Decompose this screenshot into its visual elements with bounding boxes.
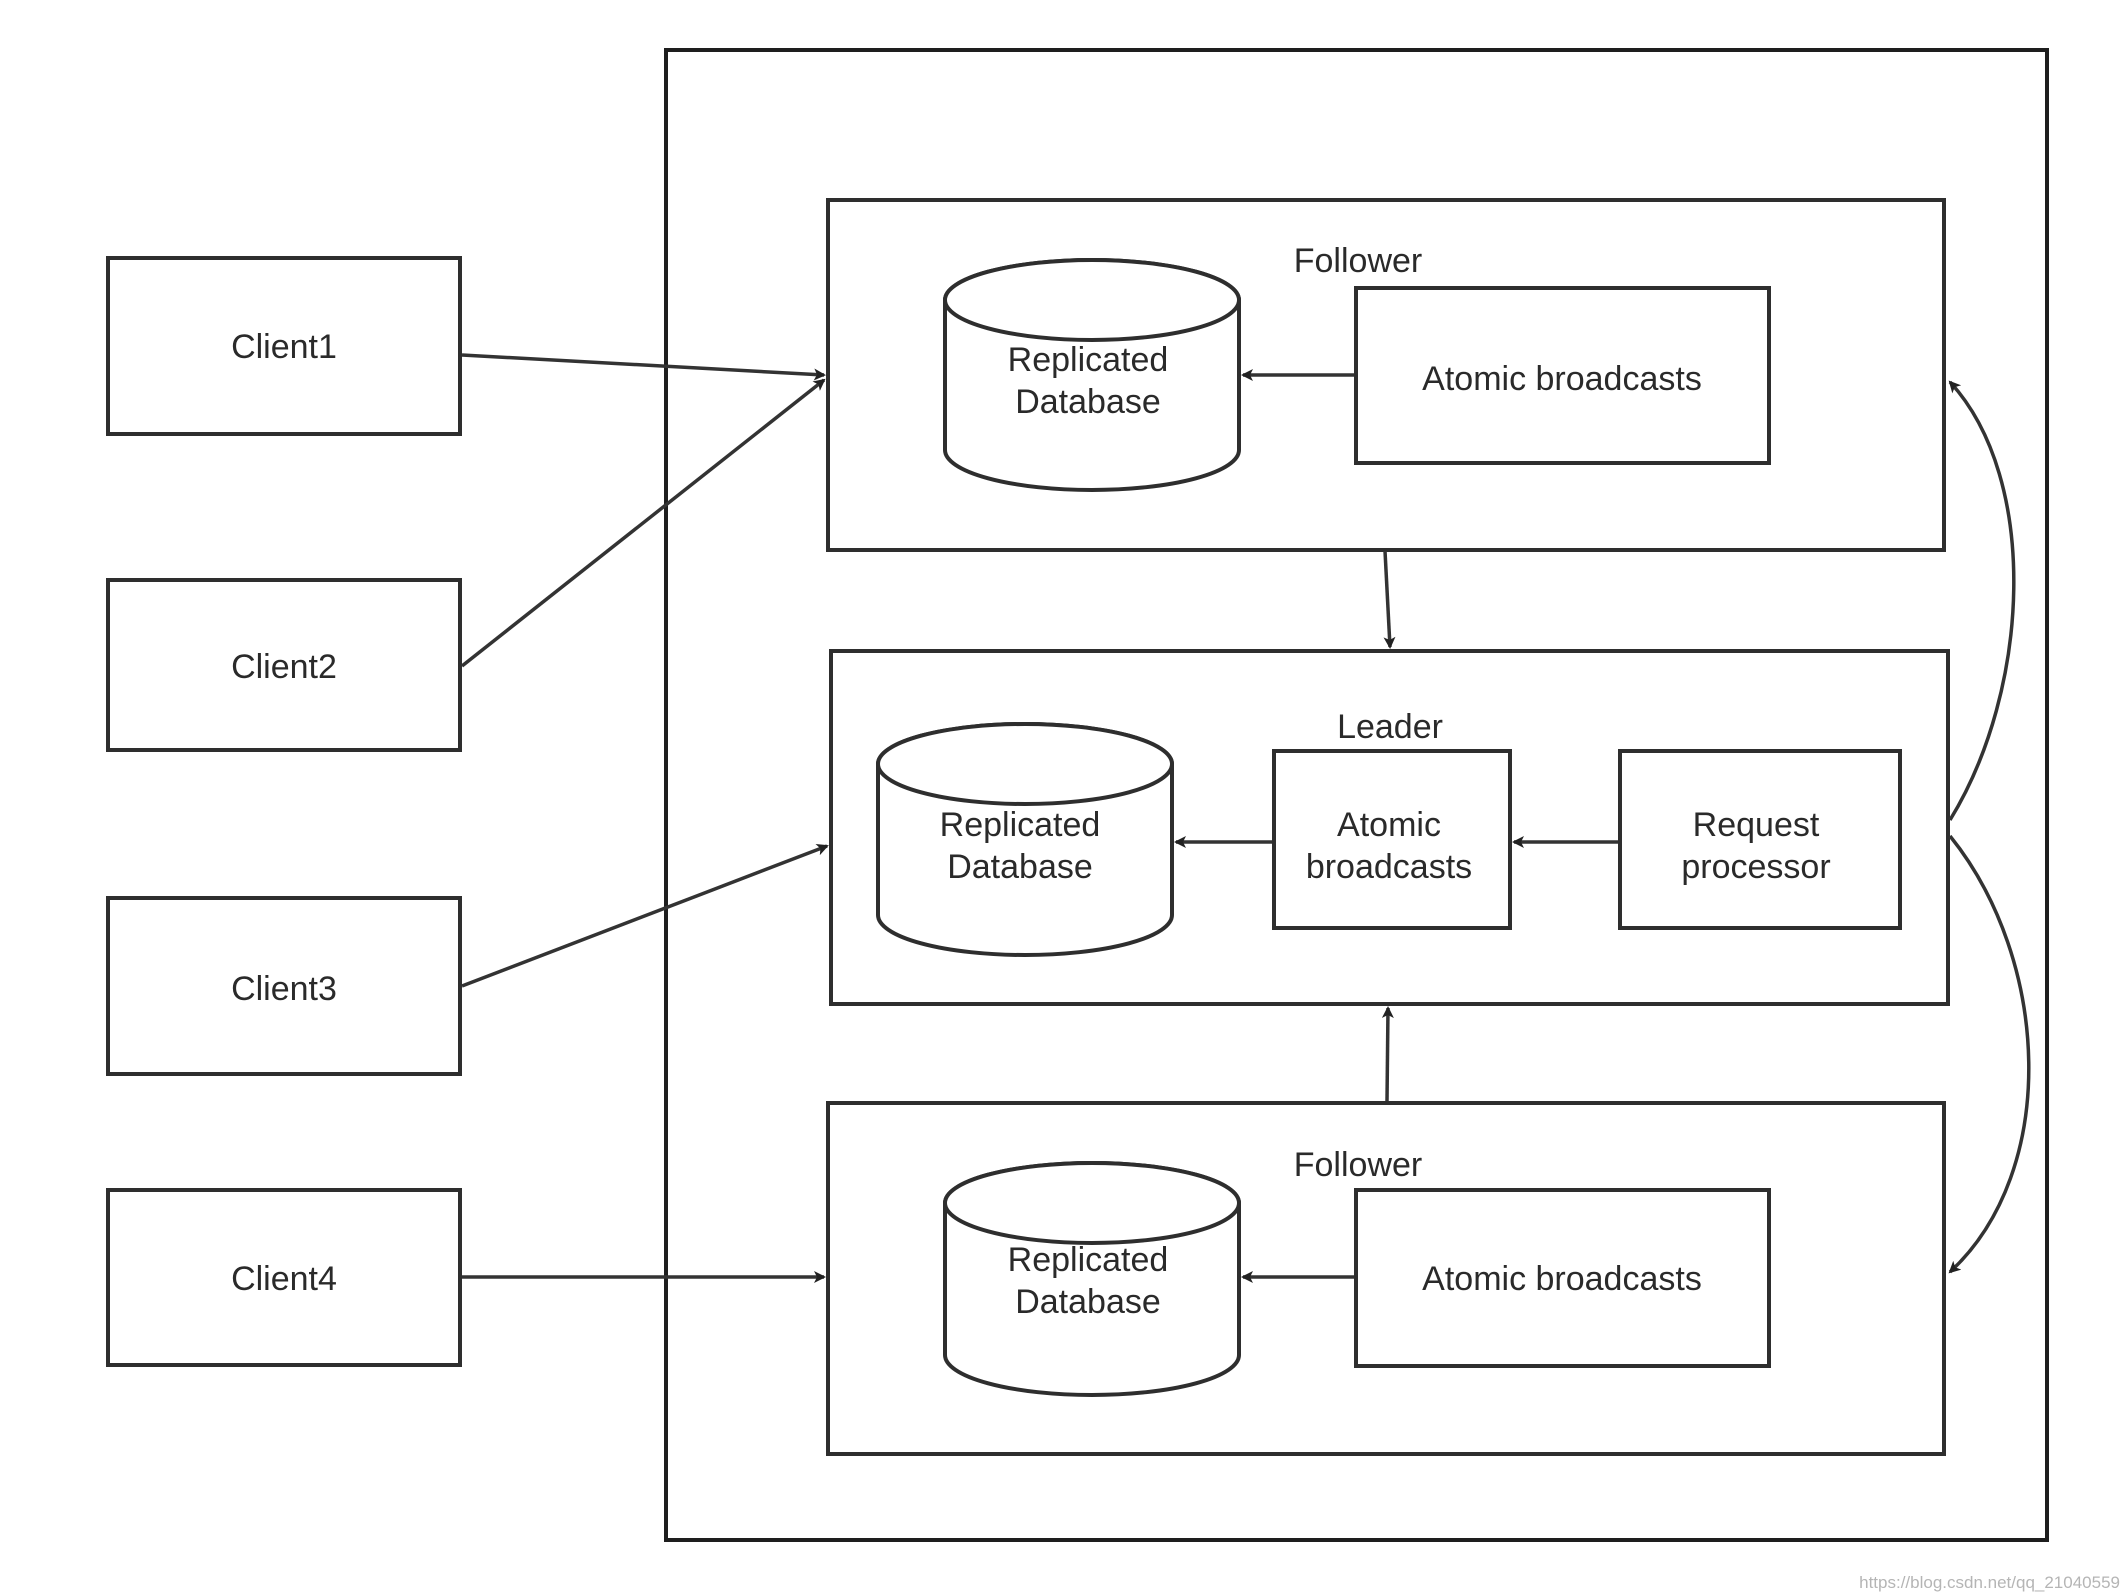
follower-bottom-database-line2: Database	[1015, 1283, 1161, 1321]
client-4[interactable]: Client4	[106, 1188, 462, 1367]
client-1[interactable]: Client1	[106, 256, 462, 436]
follower-top-database-line1: Replicated	[1008, 341, 1169, 379]
follower-top-database-line2: Database	[1015, 383, 1161, 421]
client-2-label: Client2	[231, 648, 337, 686]
edge-follower-top-to-leader	[1383, 550, 1396, 649]
leader-broadcast-line1: Atomic	[1337, 806, 1441, 844]
watermark-text: https://blog.csdn.net/qq_21040559	[1859, 1573, 2120, 1592]
follower-bottom-title: Follower	[1294, 1146, 1422, 1184]
request-processor-line2: processor	[1681, 848, 1830, 886]
follower-bottom-broadcast: Atomic broadcasts	[1354, 1188, 1771, 1368]
edge-client3-to-leader	[461, 843, 829, 988]
follower-bottom-database: Replicated Database	[943, 1161, 1241, 1397]
client-4-label: Client4	[231, 1260, 337, 1298]
edge-leader-to-follower-top	[1948, 380, 2016, 821]
follower-server-bottom[interactable]: Follower Replicated Database Atomic broa…	[826, 1101, 1946, 1456]
leader-title: Leader	[1337, 708, 1443, 746]
follower-top-broadcast-label: Atomic broadcasts	[1422, 360, 1702, 398]
edge-client1-to-follower-top	[461, 353, 826, 381]
follower-top-database: Replicated Database	[943, 258, 1241, 492]
leader-request-processor: Request processor	[1618, 749, 1902, 930]
follower-top-broadcast: Atomic broadcasts	[1354, 286, 1771, 465]
follower-bottom-database-line1: Replicated	[1008, 1241, 1169, 1279]
edge-client2-to-follower-top	[460, 378, 826, 668]
leader-broadcast-line2: broadcasts	[1306, 848, 1472, 886]
leader-broadcast: Atomic broadcasts	[1272, 749, 1512, 930]
client-1-label: Client1	[231, 328, 337, 366]
edge-follower-bottom-to-leader	[1381, 1006, 1394, 1102]
leader-database: Replicated Database	[876, 722, 1174, 957]
client-3-label: Client3	[231, 970, 337, 1008]
follower-bottom-broadcast-label: Atomic broadcasts	[1422, 1260, 1702, 1298]
client-3[interactable]: Client3	[106, 896, 462, 1076]
leader-database-line2: Database	[947, 848, 1093, 886]
leader-database-line1: Replicated	[940, 806, 1101, 844]
leader-server[interactable]: Leader Replicated Database Atomic broadc…	[829, 649, 1950, 1006]
follower-server-top[interactable]: Follower Replicated Database Atomic broa…	[826, 198, 1946, 552]
ensemble-container	[664, 48, 2049, 1542]
client-2[interactable]: Client2	[106, 578, 462, 752]
request-processor-line1: Request	[1693, 806, 1820, 844]
edge-leader-to-follower-bottom	[1948, 834, 2031, 1274]
follower-top-title: Follower	[1294, 242, 1422, 280]
